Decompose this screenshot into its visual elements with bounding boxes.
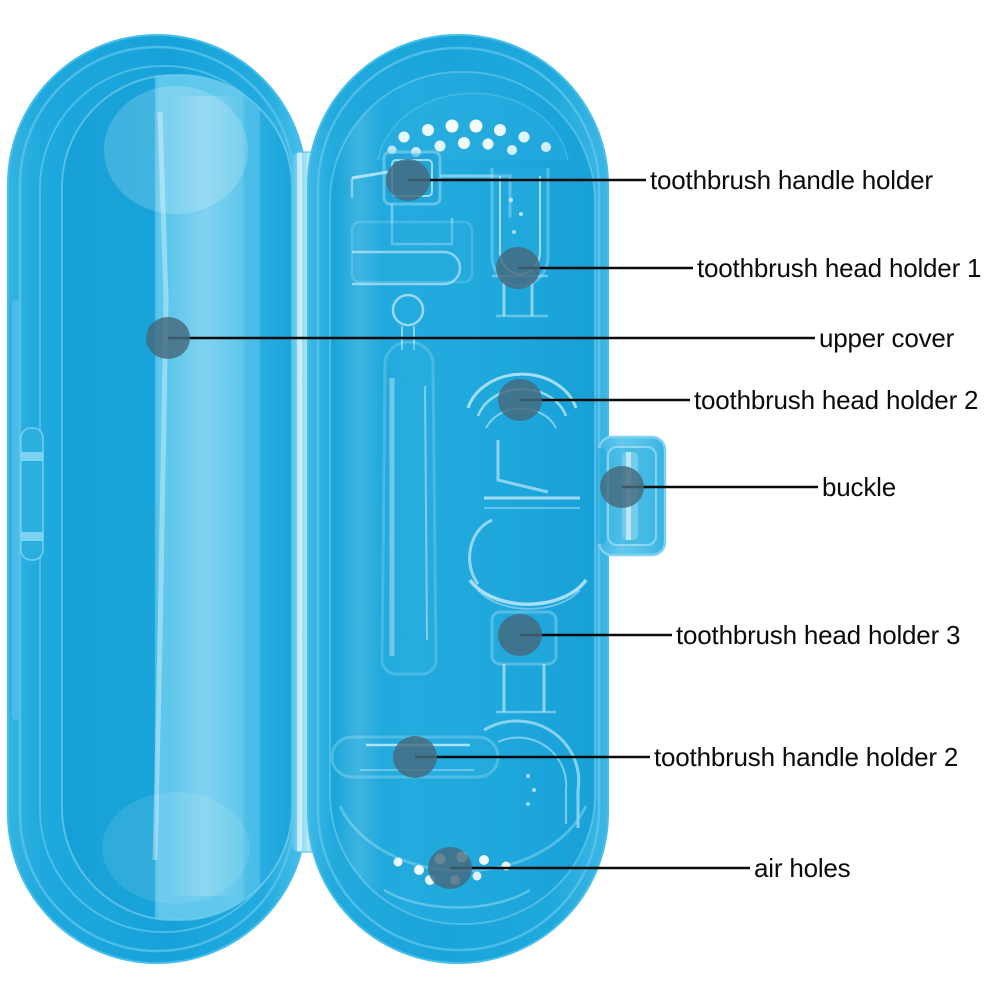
cavity-left-sheen bbox=[336, 90, 382, 910]
marker-dot-toothbrush-handle-holder-2[interactable] bbox=[393, 736, 437, 778]
marker-dot-toothbrush-handle-holder[interactable] bbox=[386, 159, 430, 201]
callout-label-toothbrush-handle-holder-2: toothbrush handle holder 2 bbox=[654, 742, 959, 772]
callout-label-toothbrush-head-holder-3: toothbrush head holder 3 bbox=[676, 620, 961, 650]
upper-cover-outer-highlight bbox=[12, 300, 20, 720]
marker-dot-toothbrush-head-holder-1[interactable] bbox=[496, 247, 540, 289]
callout-label-buckle: buckle bbox=[822, 472, 896, 502]
upper-cover-top-glow bbox=[104, 86, 248, 214]
callout-label-toothbrush-head-holder-1: toothbrush head holder 1 bbox=[697, 253, 982, 283]
bottom-cradle-arc bbox=[483, 719, 581, 828]
callout-label-toothbrush-handle-holder: toothbrush handle holder bbox=[650, 165, 933, 195]
mid-cradle-arcs bbox=[468, 518, 588, 610]
marker-dot-toothbrush-head-holder-2[interactable] bbox=[498, 379, 542, 421]
upper-cover-panel-details bbox=[102, 75, 260, 920]
case-body-cavity-edge bbox=[329, 71, 596, 925]
upper-cover-specular bbox=[170, 96, 240, 896]
callout-layer bbox=[146, 159, 818, 889]
callout-label-air-holes: air holes bbox=[754, 853, 851, 883]
marker-dot-upper-cover[interactable] bbox=[146, 317, 190, 359]
callout-label-upper-cover: upper cover bbox=[819, 323, 955, 353]
hinge-highlight-a bbox=[297, 152, 302, 852]
upper-cover-gloss-edge bbox=[152, 111, 169, 861]
marker-dot-toothbrush-head-holder-3[interactable] bbox=[498, 614, 542, 656]
head-holder-2-arcs bbox=[466, 372, 580, 509]
upper-cover-bottom-glow bbox=[102, 792, 250, 904]
brush-handle-outline bbox=[380, 340, 438, 676]
air-holes-top-cluster bbox=[377, 92, 569, 161]
upper-cover-latch-recess bbox=[20, 427, 44, 561]
marker-dot-buckle[interactable] bbox=[600, 466, 644, 508]
brush-button-outline bbox=[391, 293, 425, 327]
callout-label-toothbrush-head-holder-2: toothbrush head holder 2 bbox=[694, 385, 979, 415]
marker-dot-air-holes[interactable] bbox=[428, 847, 472, 889]
upper-cover-half bbox=[7, 34, 307, 964]
